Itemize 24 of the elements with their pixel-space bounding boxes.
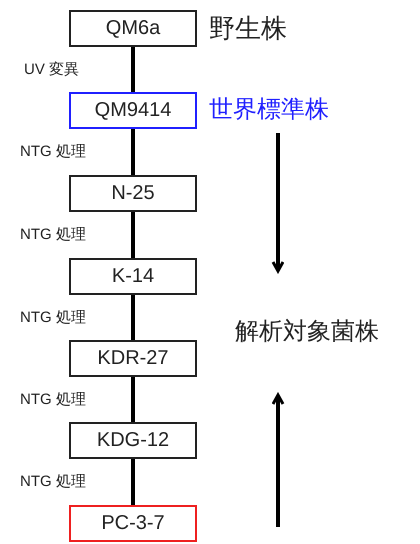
edge-label: NTG 処理 [20,473,86,491]
edge-label: NTG 処理 [20,390,86,408]
arrow [272,394,284,527]
strain-box: KDR-27 [69,340,197,377]
strain-box: KDG-12 [69,422,197,459]
edge-label: NTG 処理 [20,143,86,161]
strain-box: PC-3-7 [69,505,197,542]
edge-label: NTG 処理 [20,308,86,326]
connector-line [131,129,135,175]
strain-box: QM9414 [69,92,197,129]
connector-line [131,295,135,340]
connector-line [131,459,135,505]
edge-label: UV 変異 [24,60,80,78]
connector-line [131,212,135,258]
arrow [272,133,284,272]
connector-line [131,377,135,422]
edge-label: NTG 処理 [20,226,86,244]
annotation-text: 解析対象菌株 [235,318,379,346]
strain-box: N-25 [69,175,197,212]
strain-note: 野生株 [209,13,287,43]
strain-box: K-14 [69,258,197,295]
strain-box: QM6a [69,10,197,47]
connector-line [131,47,135,92]
strain-note: 世界標準株 [209,95,329,125]
